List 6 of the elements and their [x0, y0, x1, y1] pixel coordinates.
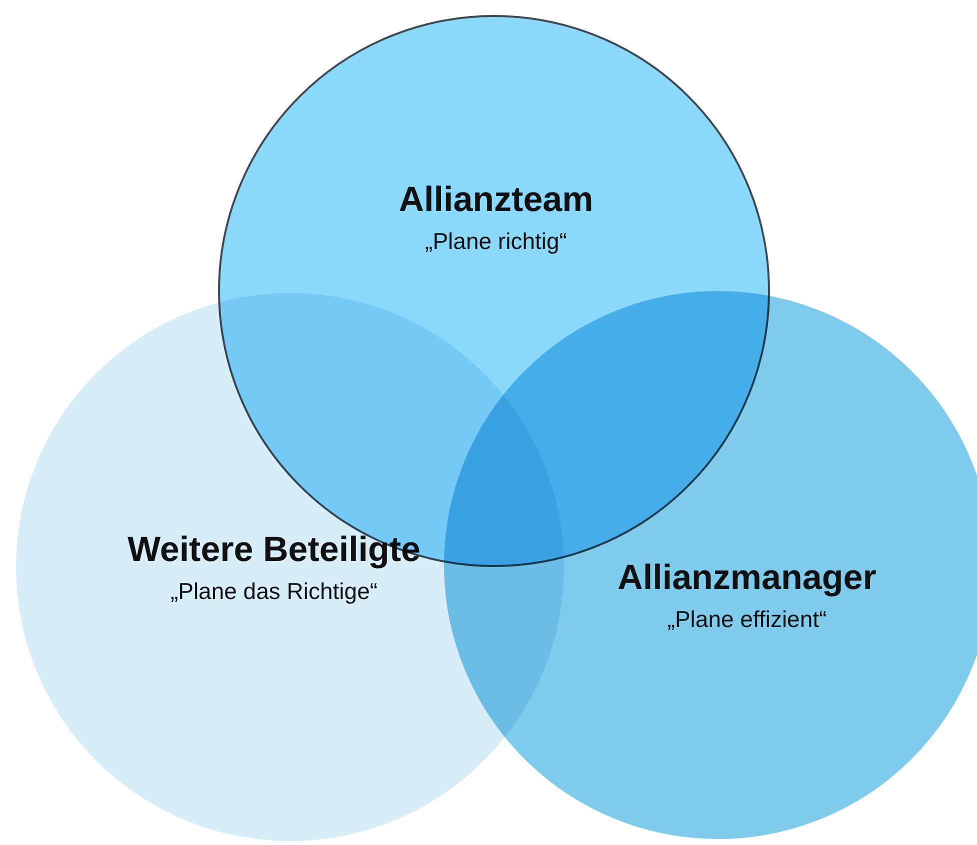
circle-title: Allianzteam — [398, 179, 594, 221]
circle-subtitle: „Plane richtig“ — [424, 226, 568, 256]
circle-subtitle: „Plane effizient“ — [666, 604, 828, 634]
circle-subtitle: „Plane das Richtige“ — [169, 576, 379, 606]
circle-title: Weitere Beteiligte — [126, 529, 422, 571]
circle-title: Allianzmanager — [616, 557, 878, 599]
